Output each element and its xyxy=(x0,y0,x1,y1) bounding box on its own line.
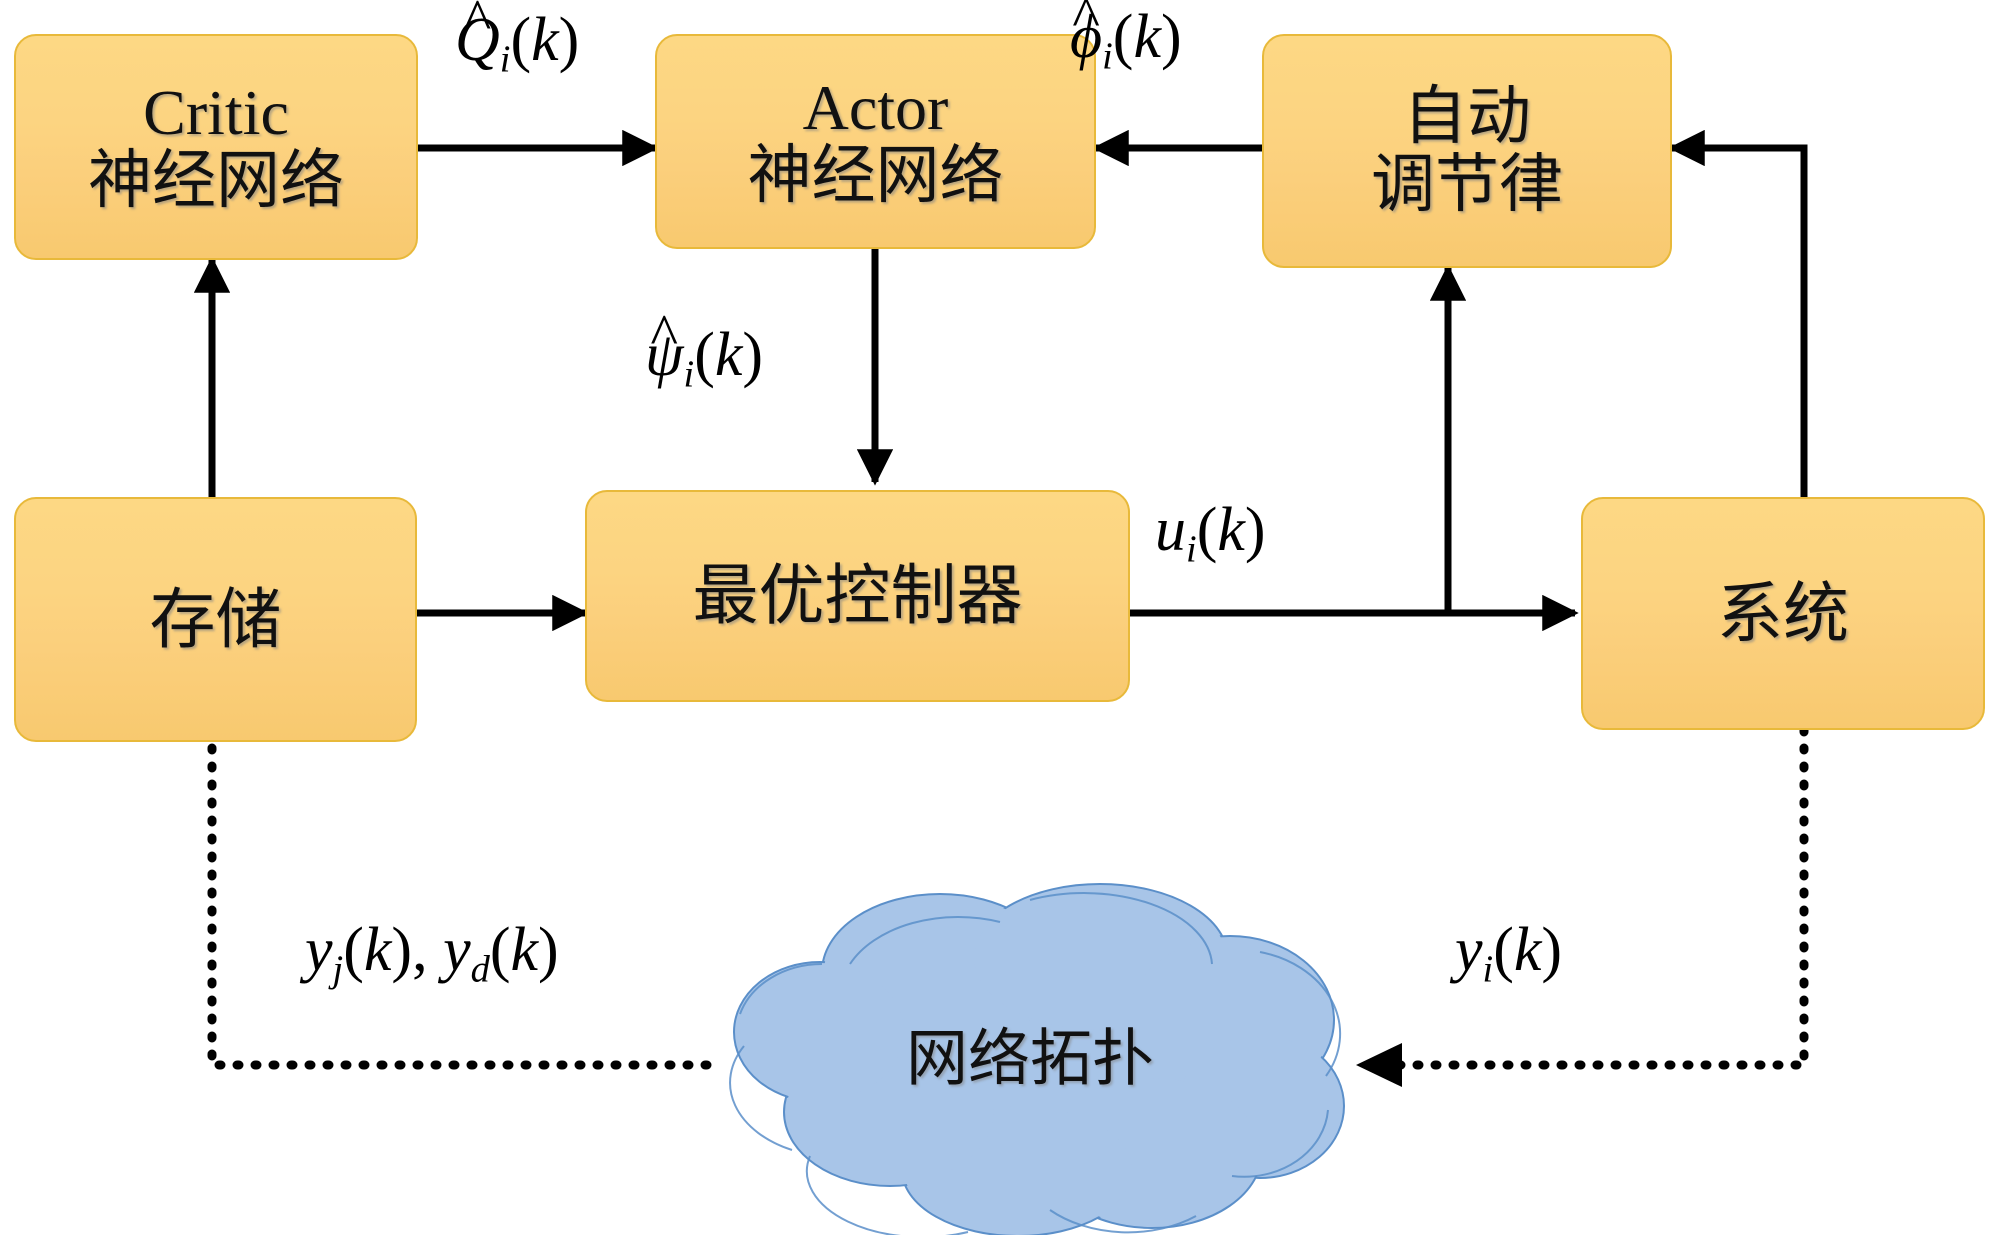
arrowhead-to-cloud xyxy=(1356,1043,1402,1087)
signal-label-q-hat: ^Qi(k) xyxy=(455,0,580,81)
edge-system-to-cloud xyxy=(1395,725,1809,1070)
box-storage-line1: 存储 xyxy=(149,581,282,656)
box-system[interactable]: 系统 xyxy=(1581,497,1985,730)
signal-label-u: ui(k) xyxy=(1155,496,1266,571)
edge-cloud-to-storage xyxy=(207,737,712,1070)
signal-label-phi-hat: ^ϕi(k) xyxy=(1070,0,1182,78)
cloud-shape xyxy=(729,883,1345,1239)
box-controller[interactable]: 最优控制器 xyxy=(585,490,1130,702)
box-actor-line1: Actor xyxy=(802,71,949,143)
signal-label-y-i: yi(k) xyxy=(1455,916,1563,991)
box-actor-line2: 神经网络 xyxy=(747,138,1004,211)
box-critic-line1: Critic xyxy=(143,77,289,149)
box-critic-line2: 神经网络 xyxy=(88,144,344,216)
box-storage[interactable]: 存储 xyxy=(14,497,417,742)
box-actor[interactable]: Actor 神经网络 xyxy=(655,34,1096,249)
edge-system-to-auto xyxy=(1668,129,1808,497)
box-auto-tuning[interactable]: 自动 调节律 xyxy=(1262,34,1672,268)
box-auto-tuning-line1: 自动 xyxy=(1403,80,1531,153)
cloud-network-topology[interactable]: 网络拓扑 xyxy=(700,880,1360,1239)
signal-label-psi-hat: ^ψi(k) xyxy=(645,303,764,396)
box-auto-tuning-line2: 调节律 xyxy=(1371,148,1563,220)
box-controller-line1: 最优控制器 xyxy=(692,558,1023,633)
box-system-line1: 系统 xyxy=(1717,575,1849,650)
signal-label-y-pair: yj(k), yd(k) xyxy=(305,916,559,991)
cloud-label: 网络拓扑 xyxy=(905,1024,1154,1094)
box-critic[interactable]: Critic 神经网络 xyxy=(14,34,418,260)
